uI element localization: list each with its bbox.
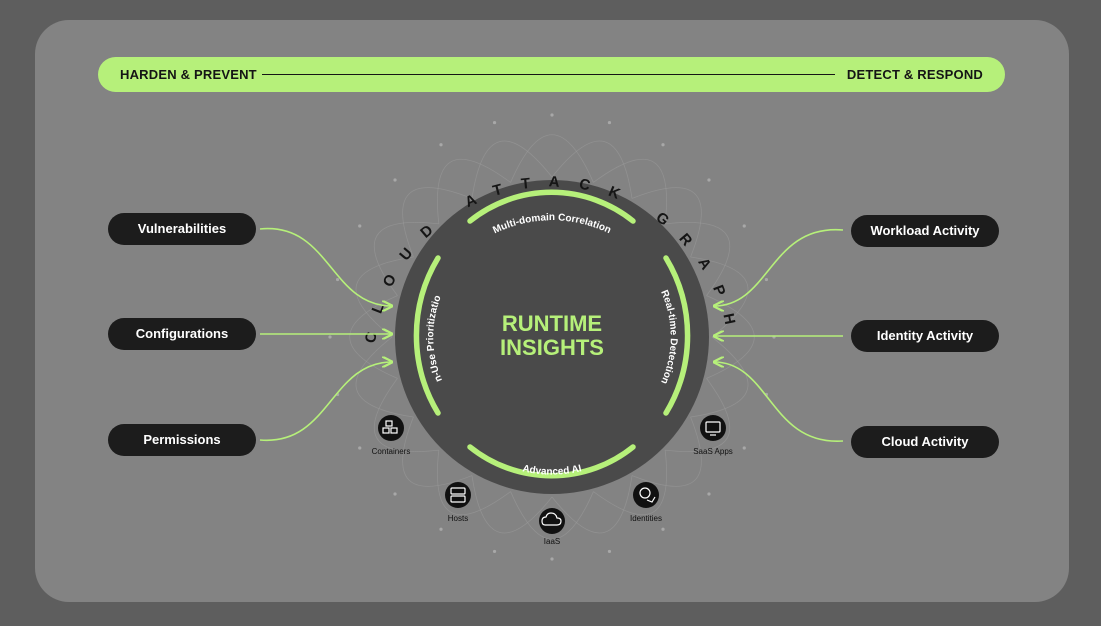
connector-cloud-activity	[714, 362, 843, 441]
mesh-node	[336, 278, 339, 281]
connector-permissions	[260, 362, 392, 440]
mesh-node	[707, 178, 710, 181]
mesh-node	[358, 224, 361, 227]
hosts-icon	[445, 482, 471, 508]
input-cloud-activity: Cloud Activity	[851, 426, 999, 458]
input-workload-activity: Workload Activity	[851, 215, 999, 247]
input-vulnerabilities: Vulnerabilities	[108, 213, 256, 245]
mesh-node	[765, 278, 768, 281]
input-identity-activity: Identity Activity	[851, 320, 999, 352]
cloud-icon	[539, 508, 565, 534]
mesh-node	[550, 557, 553, 560]
runtime-title-line1: RUNTIME	[502, 311, 602, 336]
input-configurations: Configurations	[108, 318, 256, 350]
resource-label-containers: Containers	[372, 447, 411, 456]
mesh-node	[550, 113, 553, 116]
mesh-node	[661, 528, 664, 531]
mesh-node	[608, 550, 611, 553]
resource-label-iaas: IaaS	[544, 537, 560, 546]
runtime-title-line2: INSIGHTS	[500, 335, 604, 360]
mesh-node	[393, 492, 396, 495]
resource-label-hosts: Hosts	[448, 514, 468, 523]
mesh-node	[439, 528, 442, 531]
mesh-node	[439, 143, 442, 146]
connector-vulnerabilities	[260, 229, 392, 306]
resource-label-identities: Identities	[630, 514, 662, 523]
mesh-node	[743, 446, 746, 449]
mesh-node	[393, 178, 396, 181]
containers-icon	[378, 415, 404, 441]
mesh-node	[493, 121, 496, 124]
connector-workload-activity	[714, 230, 843, 306]
identity-icon	[633, 482, 659, 508]
mesh-node	[493, 550, 496, 553]
input-permissions: Permissions	[108, 424, 256, 456]
mesh-node	[328, 335, 331, 338]
mesh-node	[707, 492, 710, 495]
mesh-node	[743, 224, 746, 227]
resource-label-saas-apps: SaaS Apps	[693, 447, 733, 456]
saas-apps-icon	[700, 415, 726, 441]
mesh-node	[608, 121, 611, 124]
mesh-node	[358, 446, 361, 449]
mesh-node	[661, 143, 664, 146]
